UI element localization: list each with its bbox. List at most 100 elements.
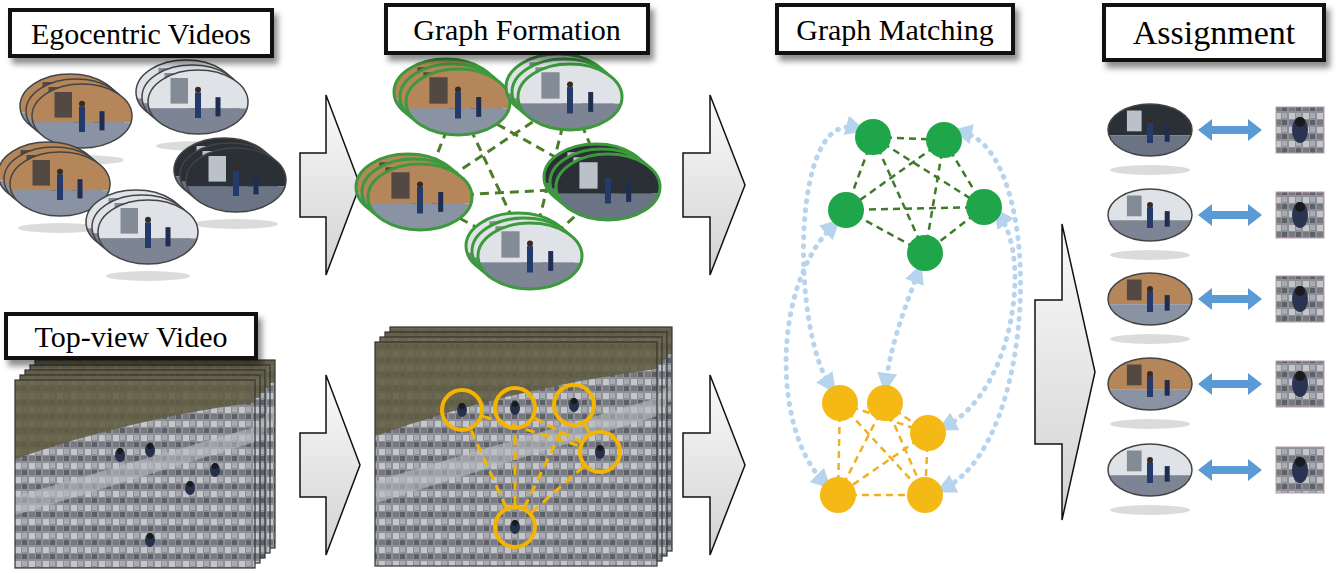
photo-person <box>57 174 63 200</box>
photo-person <box>476 97 481 117</box>
photo <box>1108 358 1192 411</box>
shadow <box>1110 250 1190 260</box>
person-head <box>512 401 518 407</box>
photo-person-head <box>455 86 461 92</box>
photo-frame <box>478 223 582 289</box>
person-top <box>145 443 155 457</box>
photo-person <box>567 87 573 113</box>
photo <box>518 64 622 131</box>
photo <box>186 148 286 213</box>
person-crop <box>1276 447 1324 493</box>
shadow <box>1110 419 1190 429</box>
photo-window <box>1127 365 1142 386</box>
photo-window <box>501 231 519 257</box>
photo-person <box>455 92 461 118</box>
photo-person <box>527 246 533 272</box>
photo <box>1108 189 1192 242</box>
graph-node <box>910 415 946 451</box>
photo-person-head <box>605 171 611 177</box>
person-top <box>185 481 195 495</box>
flow-arrows <box>300 95 1095 555</box>
graph-node <box>822 385 858 421</box>
matching-arrow <box>945 132 1021 488</box>
photo-window <box>1127 451 1142 472</box>
shadow <box>106 271 190 281</box>
photo-window <box>391 172 409 198</box>
person-head <box>1295 117 1305 127</box>
frame-border <box>375 342 657 566</box>
photo-window <box>429 77 447 103</box>
person-head <box>212 463 218 469</box>
assignment-arrow <box>1198 204 1262 226</box>
photo-person <box>1147 376 1153 397</box>
photo-person <box>438 192 443 212</box>
assignment-arrow <box>1198 119 1262 141</box>
shadow <box>1110 334 1190 344</box>
photo-frame <box>32 84 132 148</box>
assignment-arrow <box>1198 288 1262 310</box>
path-stripe <box>15 427 255 515</box>
photo <box>1108 273 1192 326</box>
photo-person-head <box>1147 117 1153 123</box>
graph-edge <box>531 467 583 513</box>
detection-circle <box>580 432 620 472</box>
person-top <box>1292 457 1308 483</box>
photo-window <box>541 72 559 98</box>
photo-person <box>1147 291 1153 312</box>
photo-person <box>1165 380 1170 396</box>
photo-person <box>216 97 221 116</box>
detection-circle <box>554 385 594 425</box>
photo-frame <box>1108 189 1192 241</box>
photo-person <box>417 187 423 213</box>
person-head <box>459 403 465 409</box>
photo-frame <box>406 69 510 135</box>
graph-node <box>966 189 1002 225</box>
person-head <box>147 533 153 539</box>
photo <box>98 200 198 265</box>
detection-circle <box>495 388 535 428</box>
person-crop <box>1276 107 1324 153</box>
assignment-arrow <box>1198 373 1262 395</box>
person-head <box>147 443 153 449</box>
photo <box>406 69 510 136</box>
person-top <box>210 463 220 477</box>
heading-text: Assignment <box>1133 14 1295 51</box>
photo-person-head <box>1147 457 1153 463</box>
frame-ground <box>15 380 255 568</box>
heading-text: Top-view Video <box>34 320 227 353</box>
photo-person <box>1147 207 1153 228</box>
photo-frame <box>1108 273 1192 325</box>
photo-frame <box>1108 358 1192 410</box>
photo-frame <box>148 70 248 134</box>
heading-box: Egocentric Videos <box>8 8 274 58</box>
frame-ground <box>375 342 657 566</box>
photo-person-head <box>233 165 239 171</box>
photo-person <box>1147 122 1153 143</box>
photo-window <box>1127 196 1142 217</box>
photo-frame <box>556 154 660 220</box>
heading-box: Assignment <box>1102 3 1326 62</box>
graph-edge <box>514 430 517 505</box>
top-view-graph <box>375 327 672 566</box>
graph-node <box>855 119 891 155</box>
photo-person <box>1165 295 1170 311</box>
photo-person <box>605 177 611 203</box>
photo-frame <box>368 164 472 230</box>
photo-person <box>588 92 593 112</box>
photo-window <box>55 92 73 118</box>
graph-edge <box>585 424 590 432</box>
photo <box>1108 444 1192 497</box>
photo-person-head <box>145 217 151 223</box>
person-head <box>597 445 603 451</box>
flow-arrow <box>683 95 745 275</box>
photo-frame <box>1108 444 1192 496</box>
person-top <box>1292 286 1308 312</box>
photo-frame <box>1108 104 1192 156</box>
person-head <box>187 481 193 487</box>
graph-node <box>828 192 864 228</box>
person-top <box>1292 202 1308 228</box>
person-head <box>512 520 518 526</box>
matching-arrow <box>803 127 856 385</box>
person-top <box>595 445 605 459</box>
